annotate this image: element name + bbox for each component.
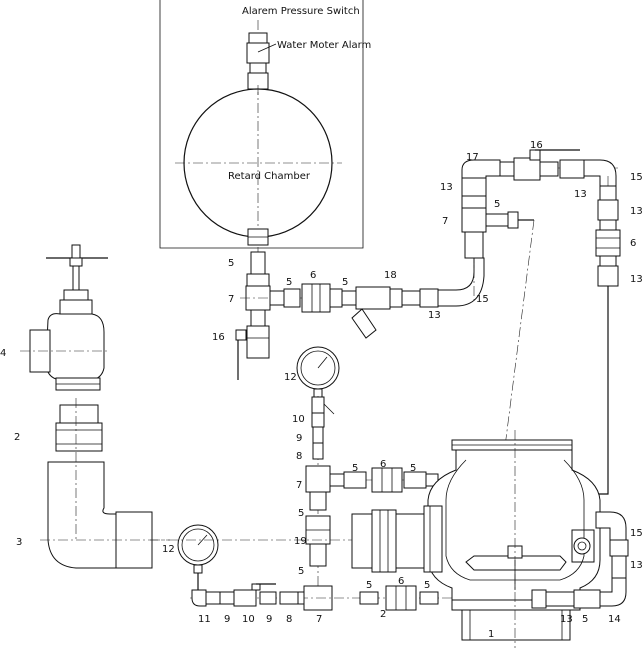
item-9-b: 9 xyxy=(224,614,230,625)
chamber-outlet xyxy=(247,228,269,246)
item-7-b: 7 xyxy=(442,216,448,227)
item-13-f: 13 xyxy=(630,560,643,571)
item-15-c: 15 xyxy=(630,528,643,539)
item-13-a: 13 xyxy=(440,182,453,193)
item-19: 19 xyxy=(294,536,307,547)
top-horizontal-run xyxy=(499,149,620,187)
item-2-left: 2 xyxy=(14,432,20,443)
item-5-i: 5 xyxy=(366,580,372,591)
water-motor-alarm-fitting xyxy=(246,20,277,95)
item-7-c: 7 xyxy=(296,480,302,491)
right-vertical-run xyxy=(583,176,621,518)
item-6-d: 6 xyxy=(630,238,636,249)
item-5-c: 5 xyxy=(342,277,348,288)
item-14: 14 xyxy=(608,614,621,625)
item-5-b: 5 xyxy=(286,277,292,288)
item-5-f: 5 xyxy=(410,463,416,474)
item-12-b: 12 xyxy=(162,544,175,555)
item-1: 1 xyxy=(488,629,494,640)
item-7-a: 7 xyxy=(228,294,234,305)
item-12-a: 12 xyxy=(284,372,297,383)
right-upper-riser xyxy=(461,159,534,300)
item-16-a: 16 xyxy=(212,332,225,343)
item-5-j: 5 xyxy=(424,580,430,591)
item-13-e: 13 xyxy=(630,274,643,285)
item-6-c: 6 xyxy=(398,576,404,587)
item-15-b: 15 xyxy=(630,172,643,183)
item-13-d: 13 xyxy=(630,206,643,217)
item-9-c: 9 xyxy=(266,614,272,625)
retard-chamber-label: Retard Chamber xyxy=(228,171,311,182)
pressure-gauge-upper xyxy=(296,346,340,398)
item-10-a: 10 xyxy=(292,414,305,425)
water-motor-alarm-label: Water Moter Alarm xyxy=(277,40,371,51)
main-union xyxy=(150,509,520,573)
item-6-b: 6 xyxy=(380,459,386,470)
pressure-gauge-lower xyxy=(177,524,219,598)
item-5-h: 5 xyxy=(298,566,304,577)
item-5-a: 5 xyxy=(228,258,234,269)
alarm-check-valve xyxy=(423,430,601,648)
item-13-b: 13 xyxy=(428,310,441,321)
item-15-a: 15 xyxy=(476,294,489,305)
alarm-pressure-switch-label: Alarem Pressure Switch xyxy=(242,6,360,17)
chamber-riser xyxy=(235,251,271,380)
item-8-a: 8 xyxy=(296,451,302,462)
item-16-b: 16 xyxy=(530,140,543,151)
item-18: 18 xyxy=(384,270,397,281)
item-4: 4 xyxy=(0,348,6,359)
item-11: 11 xyxy=(198,614,211,625)
item-10-b: 10 xyxy=(242,614,255,625)
item-5-g: 5 xyxy=(298,508,304,519)
item-8-b: 8 xyxy=(286,614,292,625)
angle-valve-assembly xyxy=(20,244,170,569)
item-6-a: 6 xyxy=(310,270,316,281)
item-9-a: 9 xyxy=(296,433,302,444)
item-13-c: 13 xyxy=(574,189,587,200)
upper-side-branch xyxy=(329,467,440,493)
item-3: 3 xyxy=(16,537,22,548)
item-17: 17 xyxy=(466,152,479,163)
alarm-box xyxy=(159,0,364,249)
item-5-k: 5 xyxy=(582,614,588,625)
item-5-d: 5 xyxy=(494,199,500,210)
item-5-e: 5 xyxy=(352,463,358,474)
item-2-union: 2 xyxy=(380,609,386,620)
bottom-trim-run xyxy=(190,583,540,611)
main-trim-riser xyxy=(303,396,335,611)
item-13-g: 13 xyxy=(560,614,573,625)
item-7-d: 7 xyxy=(316,614,322,625)
upper-horizontal-run xyxy=(240,257,485,339)
right-lower-drain xyxy=(531,511,629,609)
